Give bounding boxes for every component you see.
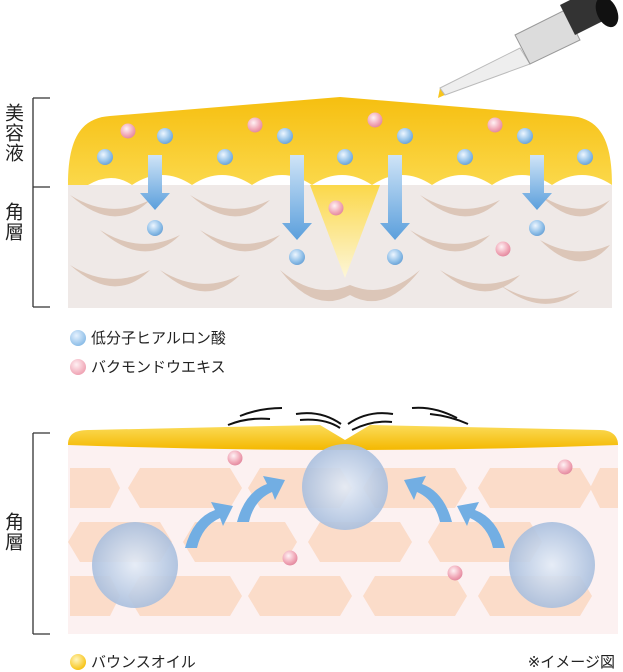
- blue-sphere-icon: [70, 329, 86, 346]
- penetration-area: [310, 185, 380, 278]
- label-serum: 美容液: [2, 103, 24, 163]
- legend-label: バウンスオイル: [91, 653, 196, 671]
- bounce-arcs: [227, 406, 469, 431]
- penetration-arrows: [140, 155, 552, 240]
- bracket-top: [32, 97, 50, 308]
- pink-sphere-icon: [70, 358, 86, 375]
- bounce-spheres: [92, 444, 595, 608]
- image-note: ※イメージ図: [527, 653, 615, 671]
- label-stratum-bottom: 角層: [2, 512, 24, 552]
- serum-layer: [68, 97, 612, 185]
- hyaluronic-dots: [97, 128, 593, 265]
- dropper-icon: [438, 0, 619, 98]
- legend-bakumondou: バクモンドウエキス: [70, 356, 226, 377]
- legend-bounce-oil: バウンスオイル: [70, 651, 196, 672]
- legend-hyaluronic: 低分子ヒアルロン酸: [70, 327, 226, 348]
- legend-label: バクモンドウエキス: [91, 358, 226, 376]
- bakumondou-dots: [120, 112, 511, 257]
- yellow-sphere-icon: [70, 653, 86, 670]
- bakumondou-dots-bottom: [227, 450, 573, 581]
- bounce-oil-layer: [68, 425, 618, 450]
- lift-arrows: [185, 476, 505, 548]
- bracket-bottom: [32, 432, 50, 635]
- legend-label: 低分子ヒアルロン酸: [91, 329, 226, 347]
- label-stratum-top: 角層: [2, 202, 24, 242]
